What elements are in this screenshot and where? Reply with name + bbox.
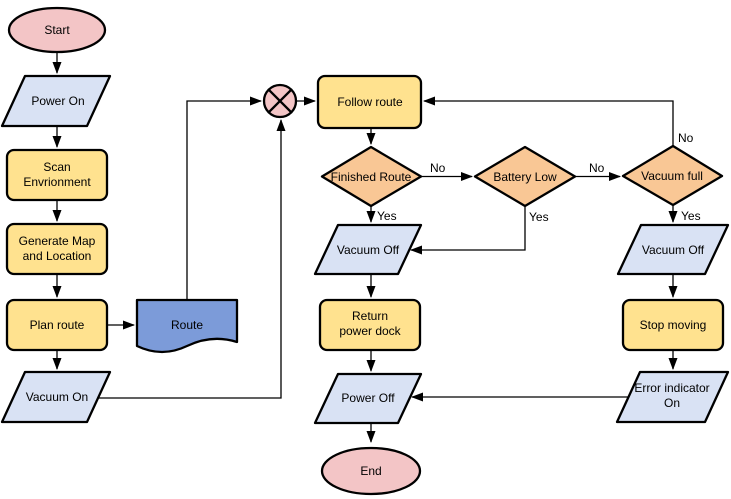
power-off-label: Power Off [341, 391, 395, 405]
scan-environment-label-line1: Scan [43, 160, 70, 174]
power-on-io-shape [0, 74, 112, 128]
error-indicator-io-shape [615, 370, 730, 424]
route-document-shape [135, 298, 239, 354]
node-generate-map: Generate Map and Location [5, 222, 109, 276]
return-power-dock-label-line2: power dock [339, 324, 401, 338]
end-label: End [360, 464, 381, 478]
stop-moving-label: Stop moving [640, 318, 707, 332]
error-indicator-label-line1: Error indicator [634, 381, 709, 395]
finished-route-label: Finished Route [331, 170, 412, 184]
node-end: End [320, 446, 422, 496]
node-power-on: Power On [0, 74, 112, 128]
node-power-off: Power Off [313, 372, 423, 425]
edge-vacuum-full-no-to-follow-route [423, 96, 674, 146]
node-scan-environment: Scan Envrionment [5, 148, 109, 202]
edge-label-vacuum-full-yes: Yes [681, 209, 701, 223]
stop-moving-process-shape [621, 298, 725, 352]
error-indicator-label-line2: On [664, 396, 680, 410]
scan-environment-process-shape [5, 148, 109, 202]
edge-label-finished-route-no: No [430, 161, 446, 175]
vacuum-full-label: Vacuum full [641, 169, 703, 183]
node-follow-route: Follow route [316, 74, 423, 130]
end-terminal-shape [320, 446, 422, 496]
plan-route-label: Plan route [30, 318, 85, 332]
node-vacuum-on: Vacuum On [0, 370, 112, 424]
start-terminal-shape [7, 6, 107, 54]
junction-cross-line-2 [267, 88, 293, 114]
plan-route-process-shape [5, 298, 109, 352]
edge-labels: No Yes No Yes No Yes [377, 131, 701, 224]
route-label: Route [171, 318, 203, 332]
vacuum-full-decision-shape [621, 144, 724, 207]
generate-map-label-line1: Generate Map [19, 234, 96, 248]
edge-battery-low-yes-to-vacuum-off [410, 207, 526, 255]
vacuum-off-right-label: Vacuum Off [642, 243, 705, 257]
generate-map-label-line2: and Location [23, 249, 92, 263]
battery-low-label: Battery Low [493, 170, 557, 184]
node-summing-junction [262, 83, 298, 119]
node-stop-moving: Stop moving [621, 298, 725, 352]
node-start: Start [7, 6, 107, 54]
vacuum-off-mid-io-shape [313, 223, 423, 276]
vacuum-off-mid-label: Vacuum Off [337, 243, 400, 257]
edge-label-finished-route-yes: Yes [377, 209, 397, 223]
power-on-label: Power On [31, 94, 84, 108]
edge-route-to-junction [186, 96, 262, 300]
battery-low-decision-shape [473, 145, 577, 208]
follow-route-label: Follow route [337, 95, 403, 109]
node-vacuum-off-right: Vacuum Off [616, 223, 730, 276]
vacuum-on-label: Vacuum On [26, 390, 88, 404]
generate-map-process-shape [5, 222, 109, 276]
node-finished-route: Finished Route [320, 145, 423, 208]
node-plan-route: Plan route [5, 298, 109, 352]
edge-label-battery-low-no: No [589, 161, 605, 175]
node-error-indicator: Error indicator On [615, 370, 730, 424]
node-battery-low: Battery Low [473, 145, 577, 208]
start-label: Start [44, 23, 70, 37]
power-off-io-shape [313, 372, 423, 425]
return-power-dock-process-shape [318, 298, 422, 352]
follow-route-process-shape [316, 74, 423, 130]
vacuum-on-io-shape [0, 370, 112, 424]
return-power-dock-label-line1: Return [352, 309, 388, 323]
edge-label-vacuum-full-no: No [678, 131, 694, 145]
finished-route-decision-shape [320, 145, 423, 208]
vacuum-off-right-io-shape [616, 223, 730, 276]
node-route-document: Route [135, 298, 239, 354]
node-return-power-dock: Return power dock [318, 298, 422, 352]
connectors [52, 52, 678, 443]
edge-label-battery-low-yes: Yes [529, 210, 549, 224]
scan-environment-label-line2: Envrionment [23, 175, 91, 189]
node-vacuum-off-mid: Vacuum Off [313, 223, 423, 276]
node-vacuum-full: Vacuum full [621, 144, 724, 207]
edge-vacuum-on-to-junction [99, 119, 286, 399]
